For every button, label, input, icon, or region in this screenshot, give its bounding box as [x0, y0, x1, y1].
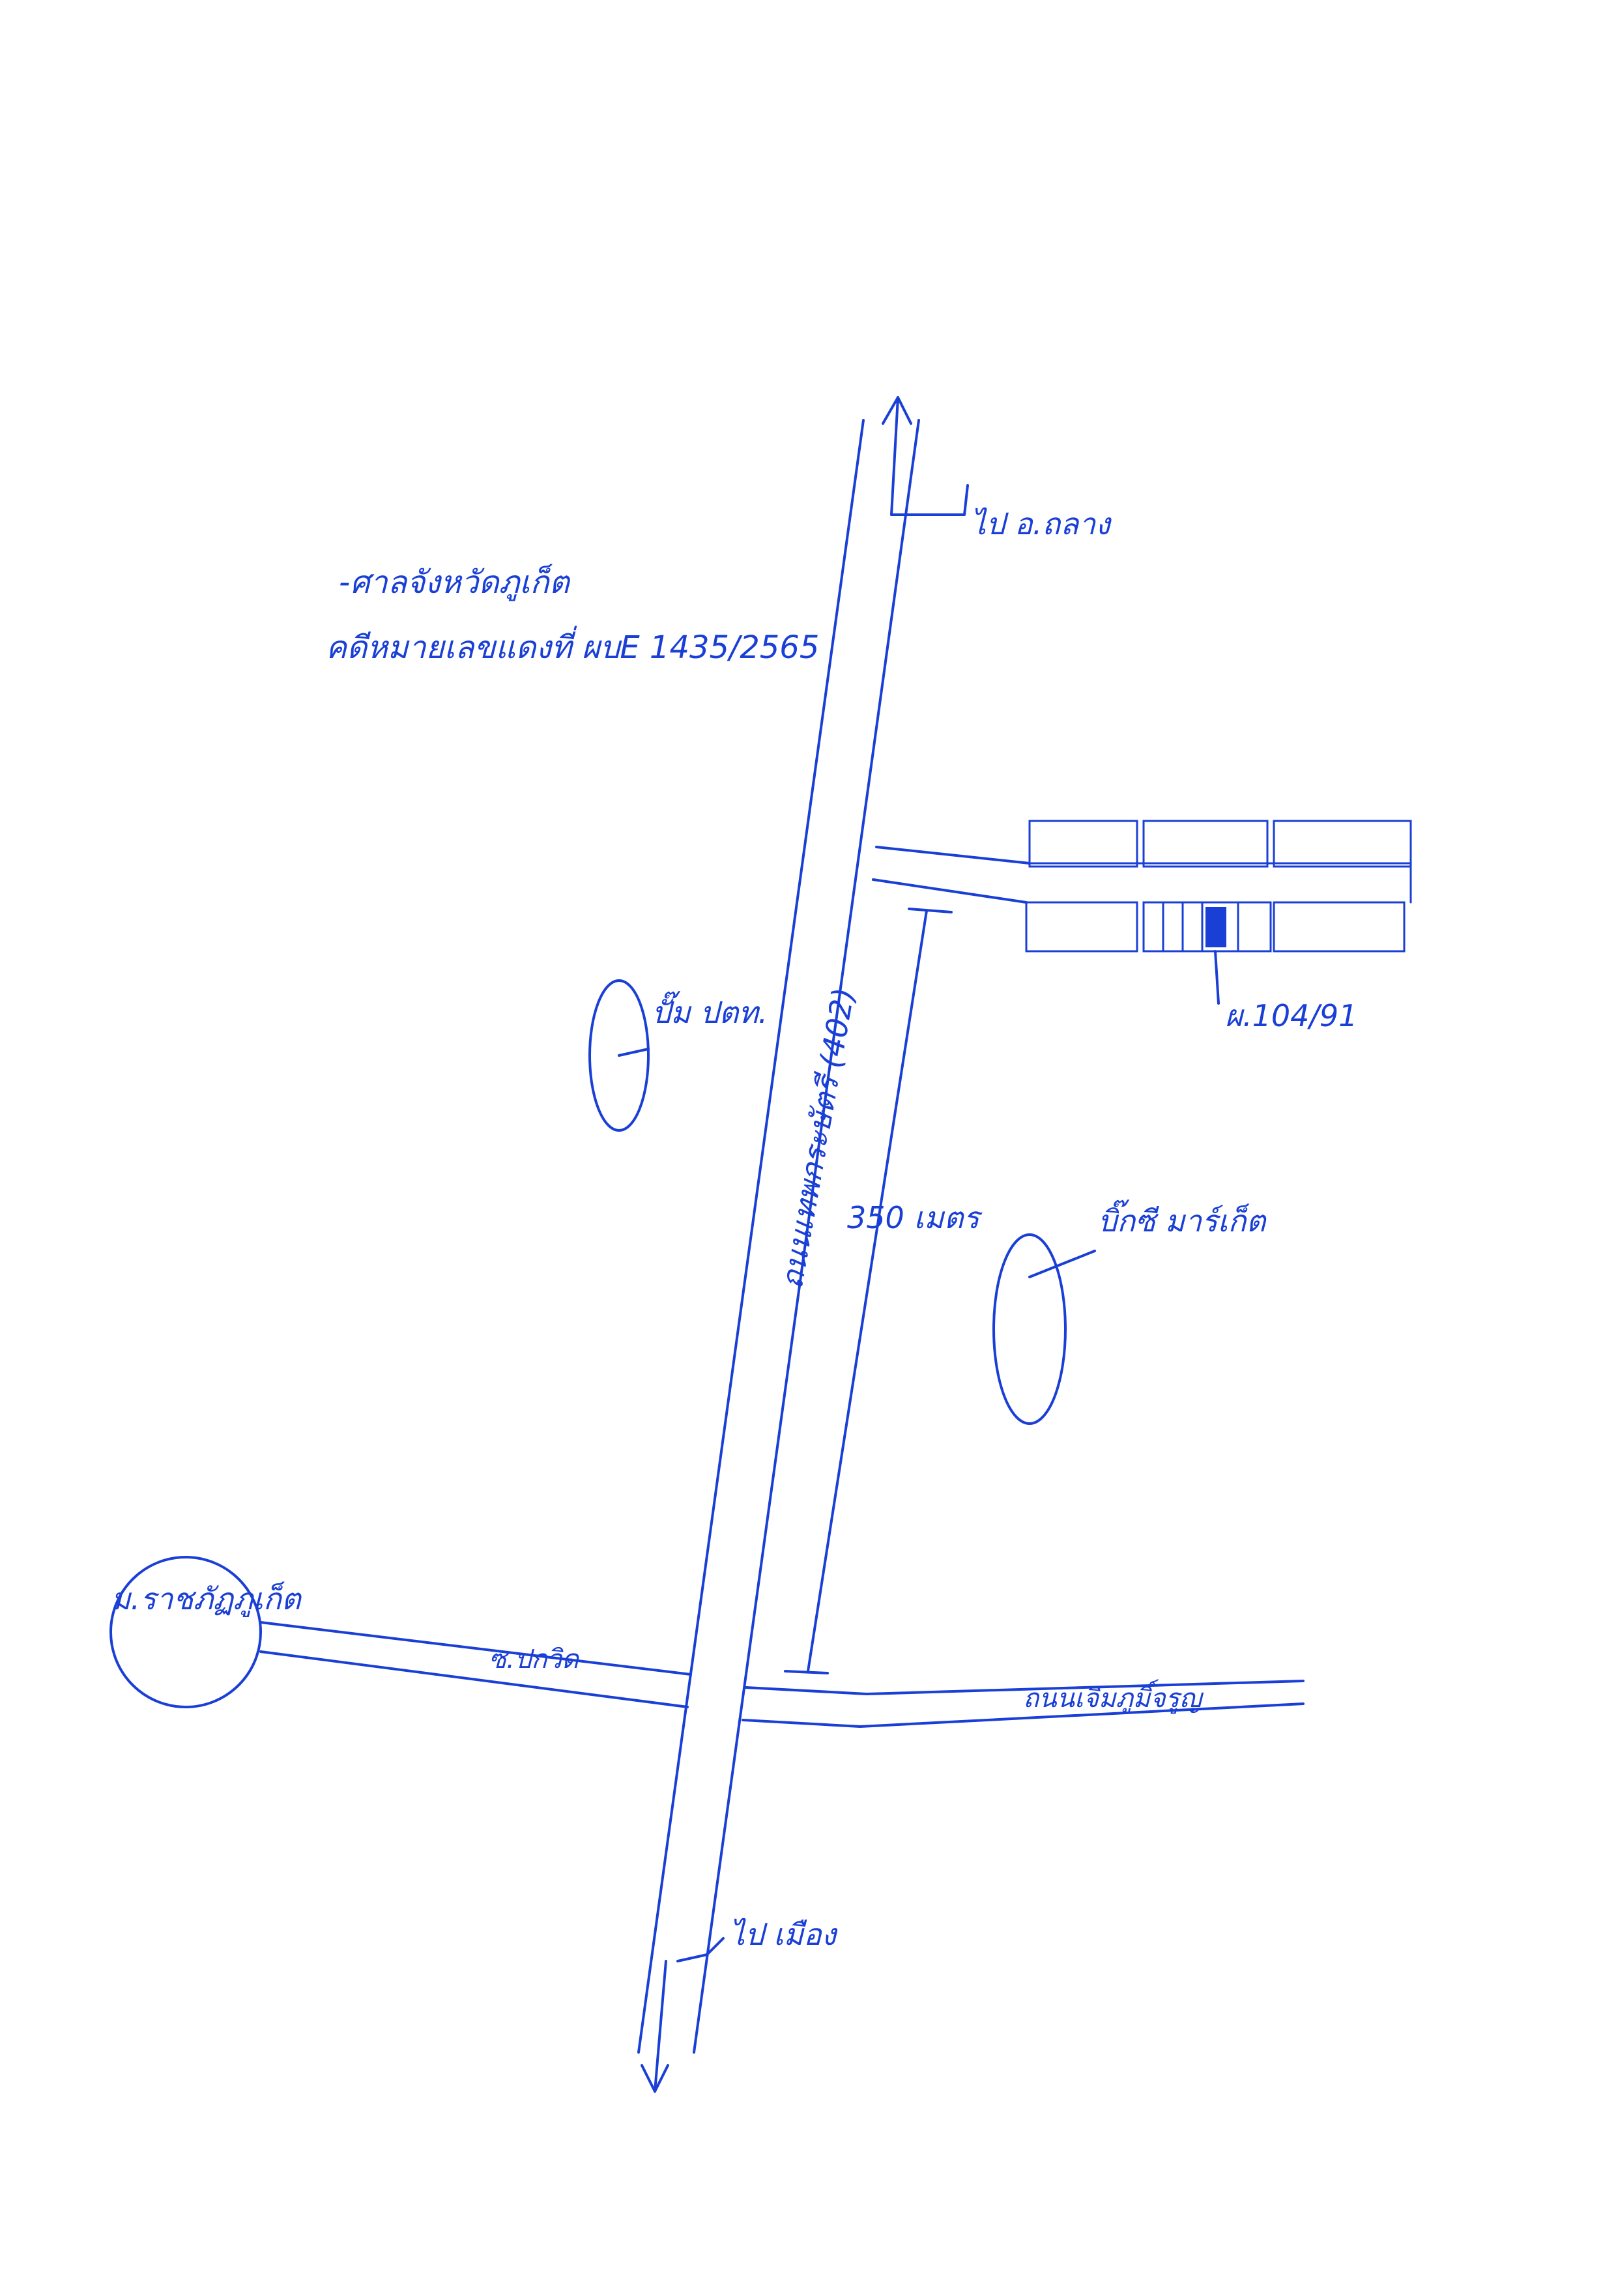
- gas-station-label: ปั๊ม ปตท.: [652, 991, 768, 1030]
- distance-marker-line: [807, 910, 928, 1672]
- target-property-label: ผ.104/91: [1225, 998, 1357, 1033]
- main-road-right-edge: [693, 419, 920, 2054]
- supermarket-leader: [1028, 1250, 1096, 1278]
- target-property-pointer: [1214, 950, 1220, 1005]
- south-direction-leader: [676, 1937, 725, 1962]
- building-block-6: [1273, 901, 1406, 953]
- distance-label: 350 เมตร: [847, 1200, 983, 1235]
- building-block-2: [1142, 820, 1269, 868]
- soi-label: ซ.ปกวิด: [489, 1644, 580, 1674]
- main-road-label: ถนนเทพกระษัตรี (402): [774, 985, 861, 1291]
- right-road-bottom-edge-a: [742, 1719, 861, 1728]
- court-name-text: -ศาลจังหวัดภูเก็ต: [339, 564, 571, 601]
- distance-marker-bottom-tick: [784, 1670, 829, 1674]
- building-block-5: [1142, 901, 1272, 953]
- target-property-unit: [1205, 907, 1226, 947]
- case-number-text: คดีหมายเลขแดงที่ ผบE 1435/2565: [326, 625, 819, 666]
- soi-road-bottom-edge: [259, 1650, 689, 1708]
- north-direction-label: ไป อ.ถลาง: [971, 506, 1112, 541]
- building-block-4: [1025, 901, 1138, 953]
- north-arrow-head: [882, 396, 912, 425]
- branch-road-bottom-edge: [872, 878, 1028, 904]
- gas-station-marker: [588, 979, 650, 1132]
- right-road-top-edge-a: [745, 1686, 868, 1695]
- main-road-left-edge: [637, 419, 865, 2054]
- right-road-label: ถนนเจิมภูมิ์จรูญ: [1023, 1679, 1204, 1714]
- supermarket-label: บิ๊กซี มาร์เก็ต: [1098, 1199, 1267, 1239]
- building-block-3: [1273, 820, 1412, 868]
- building-block-1: [1028, 820, 1138, 868]
- branch-road-top-edge: [875, 846, 1031, 865]
- north-arrow-shaft: [890, 396, 899, 516]
- right-road-top-edge-b: [865, 1680, 1305, 1695]
- right-road-bottom-edge-b: [859, 1702, 1305, 1728]
- south-arrow-shaft: [654, 1960, 667, 2093]
- gas-station-leader: [618, 1048, 650, 1057]
- south-arrow-head: [641, 2064, 669, 2093]
- distance-marker-top-tick: [908, 908, 953, 913]
- north-direction-leader: [890, 484, 969, 516]
- soi-road-top-edge: [259, 1621, 692, 1676]
- supermarket-marker: [992, 1233, 1067, 1425]
- university-label: ม.ราชภัฏภูเก็ต: [111, 1581, 302, 1617]
- university-marker: [109, 1556, 262, 1708]
- south-direction-label: ไป เมือง: [730, 1917, 839, 1952]
